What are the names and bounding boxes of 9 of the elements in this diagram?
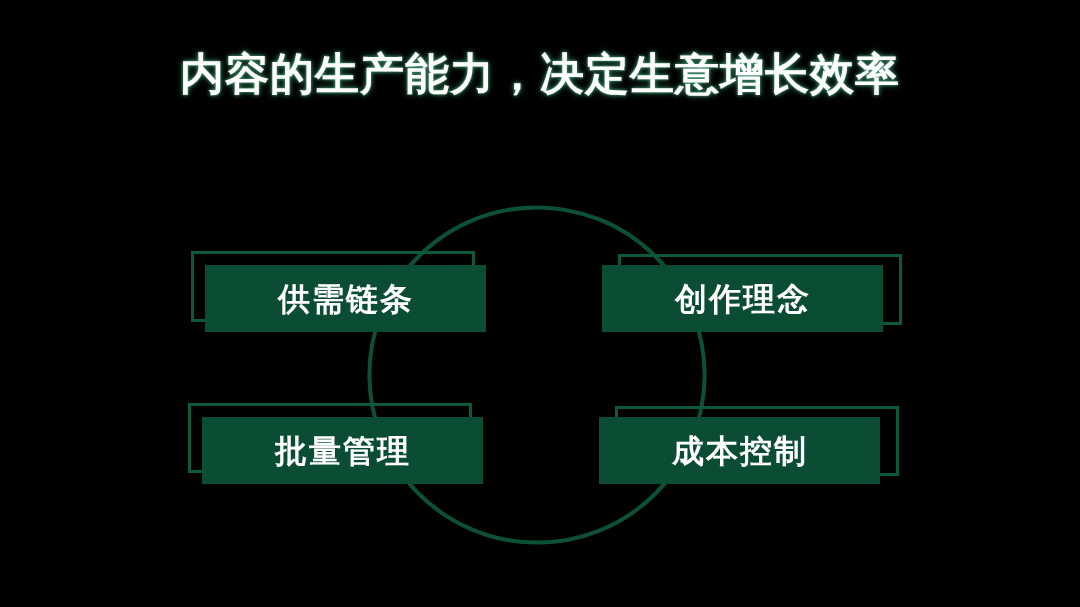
panel-label: 供需链条: [277, 278, 414, 319]
label-panel: [205, 265, 486, 332]
slide-title: 内容的生产能力，决定生意增长效率: [180, 47, 900, 101]
label-panel: [599, 417, 880, 484]
panel-label: 批量管理: [274, 430, 411, 471]
label-panel: [202, 417, 483, 484]
label-panel: [602, 265, 883, 332]
panel-label: 创作理念: [674, 278, 811, 319]
panel-label: 成本控制: [671, 430, 808, 471]
